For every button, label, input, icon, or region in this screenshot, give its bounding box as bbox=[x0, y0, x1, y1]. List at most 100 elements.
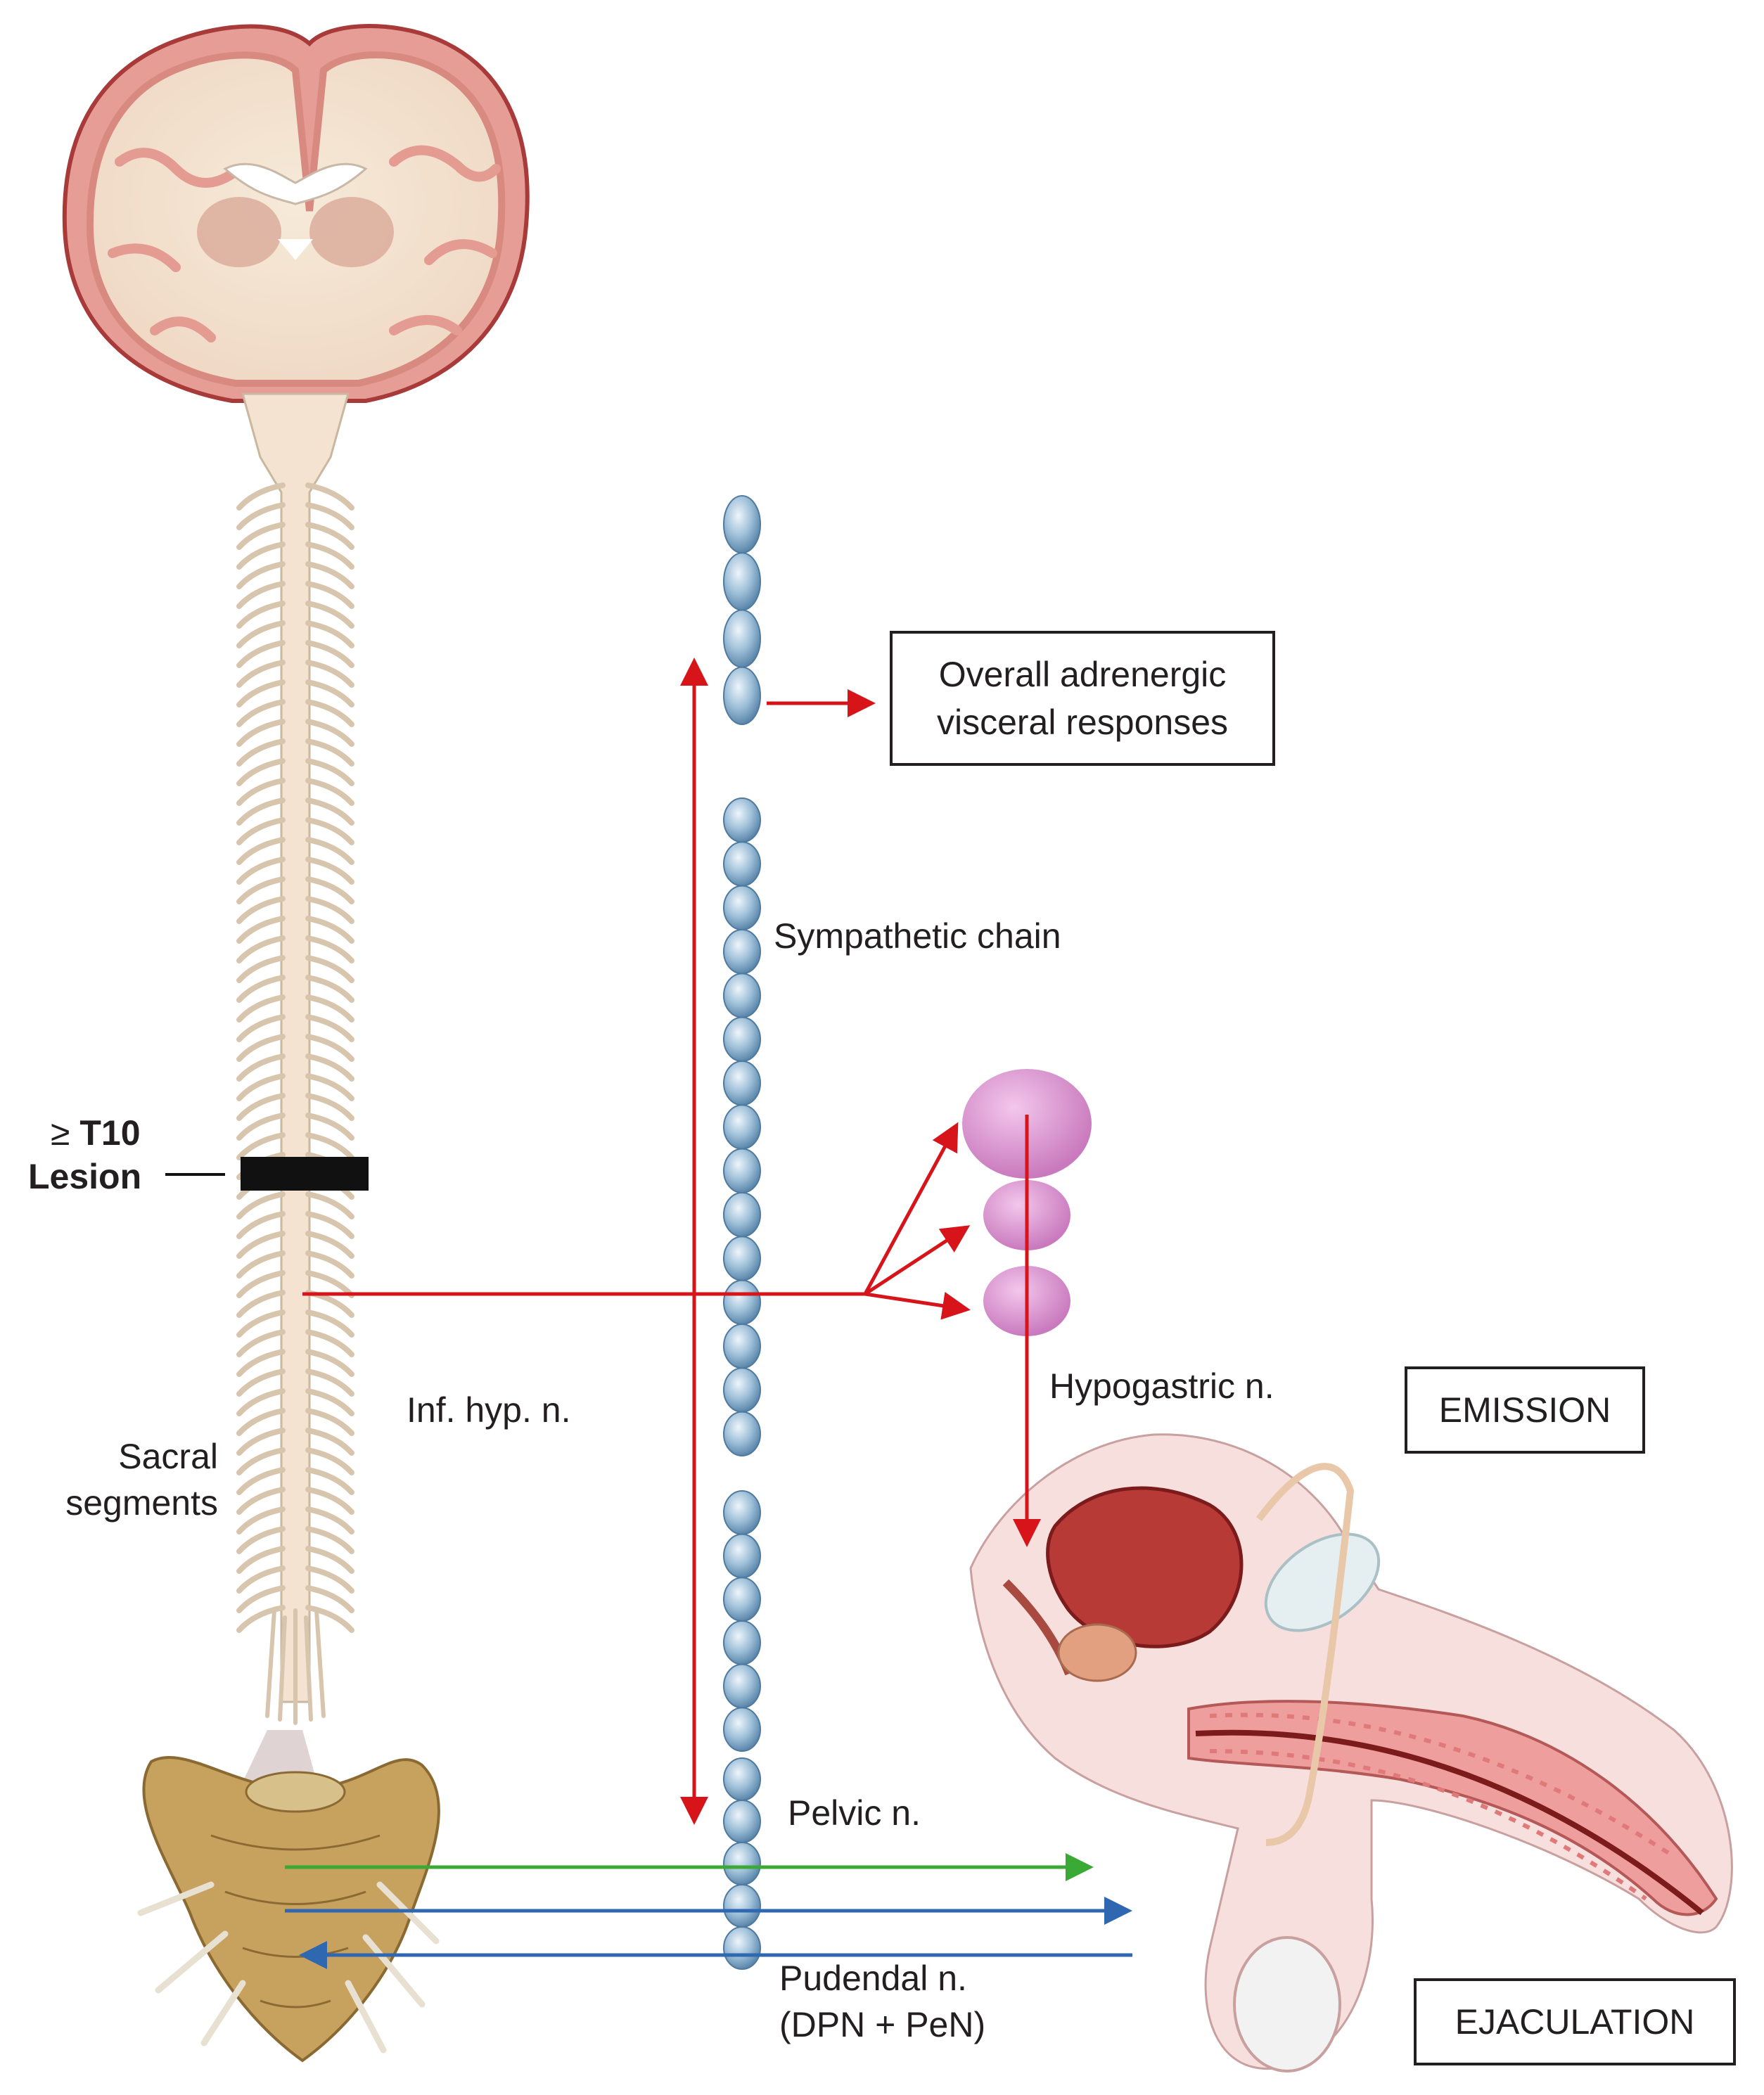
branch-arrow-low bbox=[864, 1291, 971, 1320]
overall-response-box: Overall adrenergic visceral responses bbox=[890, 631, 1275, 766]
lesion-level-label: ≥ T10 bbox=[51, 1110, 141, 1156]
chain-ganglion-bead bbox=[723, 1104, 761, 1150]
nerve-root-right bbox=[305, 896, 354, 924]
nerve-root-left bbox=[236, 522, 286, 550]
nerve-root-left bbox=[236, 1467, 286, 1495]
nerve-root-left bbox=[236, 581, 286, 609]
nerve-root-right bbox=[305, 1113, 354, 1141]
nerve-root-left bbox=[236, 1329, 286, 1357]
emission-box: EMISSION bbox=[1405, 1366, 1645, 1454]
chain-ganglion-bead bbox=[723, 1757, 761, 1801]
nerve-root-left bbox=[236, 1447, 286, 1475]
nerve-root-left bbox=[236, 1270, 286, 1298]
sacral-segments-label: Sacral segments bbox=[63, 1433, 218, 1526]
nerve-root-left bbox=[236, 561, 286, 589]
nerve-root-left bbox=[236, 1546, 286, 1574]
nerve-root-left bbox=[236, 620, 286, 648]
nerve-root-right bbox=[305, 1467, 354, 1495]
nerve-root-right bbox=[305, 1014, 354, 1042]
sacral-line1: Sacral bbox=[118, 1437, 218, 1476]
pudendal-label: Pudendal n. (DPN + PeN) bbox=[779, 1955, 985, 2048]
nerve-root-left bbox=[236, 1388, 286, 1416]
nerve-root-left bbox=[236, 994, 286, 1023]
nerve-root-left bbox=[236, 738, 286, 767]
nerve-root-left bbox=[236, 1211, 286, 1239]
nerve-root-left bbox=[236, 876, 286, 904]
nerve-root-right bbox=[305, 640, 354, 668]
nerve-root-right bbox=[305, 994, 354, 1023]
sympathetic-chain bbox=[723, 495, 761, 1970]
spinal-cord bbox=[236, 392, 354, 1725]
nerve-root-right bbox=[305, 1605, 354, 1633]
nerve-root-left bbox=[236, 1132, 286, 1160]
nerve-root-right bbox=[305, 1546, 354, 1574]
nerve-root-left bbox=[236, 1506, 286, 1535]
chain-ganglion-bead bbox=[723, 1236, 761, 1281]
lesion-level-prefix: ≥ bbox=[51, 1113, 70, 1153]
nerve-root-right bbox=[305, 1191, 354, 1219]
nerve-root-left bbox=[236, 1034, 286, 1062]
nerve-root-right bbox=[305, 581, 354, 609]
chain-ganglion-bead bbox=[723, 609, 761, 668]
nerve-root-left bbox=[236, 601, 286, 629]
nerve-root-right bbox=[305, 817, 354, 845]
nerve-root-left bbox=[236, 1093, 286, 1121]
pelvic-nerve-label: Pelvic n. bbox=[788, 1793, 921, 1833]
nerve-root-right bbox=[305, 561, 354, 589]
nerve-root-right bbox=[305, 1585, 354, 1613]
nerve-root-right bbox=[305, 502, 354, 530]
nerve-root-left bbox=[236, 502, 286, 530]
nerve-root-right bbox=[305, 601, 354, 629]
nerve-root-left bbox=[236, 955, 286, 983]
nerve-root-right bbox=[305, 876, 354, 904]
chain-ganglion-bead bbox=[723, 1842, 761, 1885]
nerve-root-right bbox=[305, 955, 354, 983]
nerve-root-right bbox=[305, 1231, 354, 1259]
nerve-root-right bbox=[305, 1250, 354, 1279]
chain-ganglion-bead bbox=[723, 1800, 761, 1843]
nerve-root-left bbox=[236, 542, 286, 570]
nerve-root-right bbox=[305, 916, 354, 944]
nerve-root-right bbox=[305, 620, 354, 648]
chain-ganglion-bead bbox=[723, 797, 761, 843]
chain-ganglion-bead bbox=[723, 666, 761, 725]
chain-ganglion-bead bbox=[723, 1061, 761, 1106]
nerve-root-right bbox=[305, 1093, 354, 1121]
nerve-root-left bbox=[236, 640, 286, 668]
nerve-root-left bbox=[236, 1250, 286, 1279]
pudendal-line1: Pudendal n. bbox=[779, 1959, 967, 1998]
nerve-root-right bbox=[305, 1408, 354, 1436]
nerve-root-right bbox=[305, 1487, 354, 1515]
chain-ganglion-bead bbox=[723, 1411, 761, 1457]
nerve-root-right bbox=[305, 660, 354, 688]
emission-label: EMISSION bbox=[1438, 1390, 1611, 1430]
nerve-root-right bbox=[305, 522, 354, 550]
nerve-root-right bbox=[305, 1565, 354, 1594]
chain-ganglion-bead bbox=[723, 1577, 761, 1622]
nerve-root-right bbox=[305, 857, 354, 885]
nerve-root-left bbox=[236, 1113, 286, 1141]
nerve-root-left bbox=[236, 837, 286, 865]
overall-response-line2: visceral responses bbox=[936, 703, 1229, 742]
ejaculation-label: EJACULATION bbox=[1455, 2002, 1695, 2042]
nerve-root-left bbox=[236, 778, 286, 806]
nerve-root-right bbox=[305, 975, 354, 1003]
nerve-root-right bbox=[305, 1211, 354, 1239]
brain-illustration bbox=[62, 24, 530, 403]
nerve-root-left bbox=[236, 817, 286, 845]
lesion-level-value: T10 bbox=[79, 1113, 141, 1153]
nerve-root-left bbox=[236, 699, 286, 727]
nerve-root-left bbox=[236, 1014, 286, 1042]
chain-ganglion-bead bbox=[723, 885, 761, 931]
nerve-root-right bbox=[305, 738, 354, 767]
nerve-root-left bbox=[236, 1605, 286, 1633]
chain-ganglion-bead bbox=[723, 973, 761, 1018]
nerve-root-right bbox=[305, 1034, 354, 1062]
nerve-root-right bbox=[305, 1329, 354, 1357]
nerve-root-right bbox=[305, 1428, 354, 1456]
nerve-root-left bbox=[236, 1408, 286, 1436]
nerve-root-right bbox=[305, 1388, 354, 1416]
branch-arrow-mid bbox=[864, 1225, 971, 1296]
nerve-root-left bbox=[236, 1290, 286, 1318]
